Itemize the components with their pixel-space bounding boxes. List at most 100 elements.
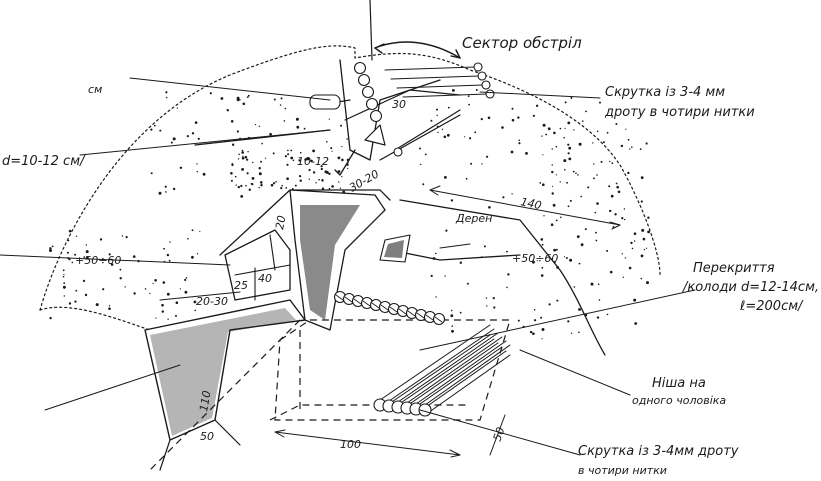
soil-dot xyxy=(337,170,341,173)
soil-dot xyxy=(49,247,52,250)
soil-dot xyxy=(542,183,545,186)
soil-dot xyxy=(625,128,627,130)
soil-dot xyxy=(164,185,167,188)
soil-dot xyxy=(108,305,111,307)
soil-dot xyxy=(560,216,562,219)
soil-dot xyxy=(75,289,78,292)
bottom-log-edge xyxy=(415,350,507,415)
soil-dot xyxy=(165,91,168,94)
soil-dot xyxy=(468,103,470,106)
dim-110: 110 xyxy=(197,390,213,413)
soil-dot xyxy=(556,299,559,302)
soil-dot xyxy=(459,261,462,264)
soil-dot xyxy=(280,97,283,100)
right-trench xyxy=(379,199,606,356)
soil-dot xyxy=(165,191,167,193)
soil-dot xyxy=(569,199,572,202)
soil-dot xyxy=(466,282,469,285)
soil-dot xyxy=(486,155,489,158)
dim-140: 140 xyxy=(519,195,542,212)
dim-50-60-left: +50÷60 xyxy=(75,254,121,267)
soil-dot xyxy=(570,332,573,334)
soil-dot xyxy=(172,137,176,141)
soil-dot xyxy=(621,253,623,255)
soil-dot xyxy=(555,219,558,222)
soil-dot xyxy=(445,229,448,232)
soil-dot xyxy=(196,171,198,173)
soil-dot xyxy=(536,260,538,262)
soil-dot xyxy=(531,260,535,264)
soil-dot xyxy=(610,194,614,198)
soil-dot xyxy=(627,171,630,175)
soil-dot xyxy=(620,144,624,148)
top-log-end xyxy=(485,89,495,99)
soil-dot xyxy=(615,123,618,125)
label-wire-top-2: дроту в чотири нитки xyxy=(604,105,755,120)
soil-dot xyxy=(161,303,164,307)
soil-dot xyxy=(341,146,343,148)
soil-dot xyxy=(609,160,611,163)
soil-dot xyxy=(283,120,286,122)
soil-dot xyxy=(83,256,86,258)
soil-dot xyxy=(581,120,584,122)
soil-dot xyxy=(191,229,194,232)
soil-dot xyxy=(152,282,154,285)
soil-dot xyxy=(481,163,483,165)
soil-dot xyxy=(234,175,237,178)
soil-dot xyxy=(133,292,136,295)
soil-dot xyxy=(322,180,324,182)
soil-dot xyxy=(220,97,224,100)
soil-dot xyxy=(273,98,276,101)
soil-dot xyxy=(121,235,124,237)
soil-dot xyxy=(168,259,171,262)
soil-dot xyxy=(155,317,157,319)
overlap-log-grain xyxy=(398,308,407,315)
soil-dot xyxy=(595,231,597,234)
soil-dot xyxy=(51,245,54,248)
soil-dot xyxy=(533,199,535,201)
overlap-log-grain xyxy=(353,298,362,305)
soil-dot xyxy=(436,108,438,111)
soil-dot xyxy=(236,130,239,133)
bottom-log-edge xyxy=(415,340,507,405)
soil-dot xyxy=(303,127,306,130)
soil-dot xyxy=(102,288,105,291)
soil-dot xyxy=(593,163,595,165)
soil-dot xyxy=(467,95,470,97)
soil-dot xyxy=(153,124,156,127)
soil-dot xyxy=(555,174,557,176)
soil-dot xyxy=(578,331,580,334)
soil-dot xyxy=(567,205,570,208)
soil-dot xyxy=(540,274,544,277)
soil-dot xyxy=(287,149,289,152)
soil-dot xyxy=(191,255,194,259)
soil-dot xyxy=(436,114,438,117)
overlap-log-grain xyxy=(371,302,380,309)
soil-dot xyxy=(606,249,609,252)
soil-dot xyxy=(166,253,170,257)
soil-dot xyxy=(602,141,605,144)
overlap-log-grain xyxy=(380,304,389,311)
soil-dot xyxy=(430,274,433,277)
soil-dot xyxy=(264,157,267,159)
soil-dot xyxy=(447,106,450,109)
soil-dot xyxy=(184,278,187,281)
soil-dot xyxy=(149,292,151,294)
soil-dot xyxy=(330,147,333,150)
label-overlap-1: Перекриття xyxy=(693,261,775,276)
soil-dot xyxy=(247,94,250,97)
soil-dot xyxy=(241,149,244,152)
label-niche-2: одного чоловіка xyxy=(632,394,726,407)
dim-20: 20 xyxy=(273,214,288,230)
soil-dot xyxy=(629,148,631,150)
soil-dot xyxy=(165,96,168,99)
soil-dot xyxy=(318,178,320,181)
soil-dot xyxy=(247,151,249,153)
soil-dot xyxy=(230,179,233,182)
soil-dot xyxy=(95,303,99,307)
soil-dot xyxy=(287,153,290,156)
soil-dot xyxy=(630,241,633,245)
soil-dot xyxy=(564,127,566,129)
soil-dot xyxy=(567,152,570,155)
soil-dot xyxy=(260,184,263,187)
